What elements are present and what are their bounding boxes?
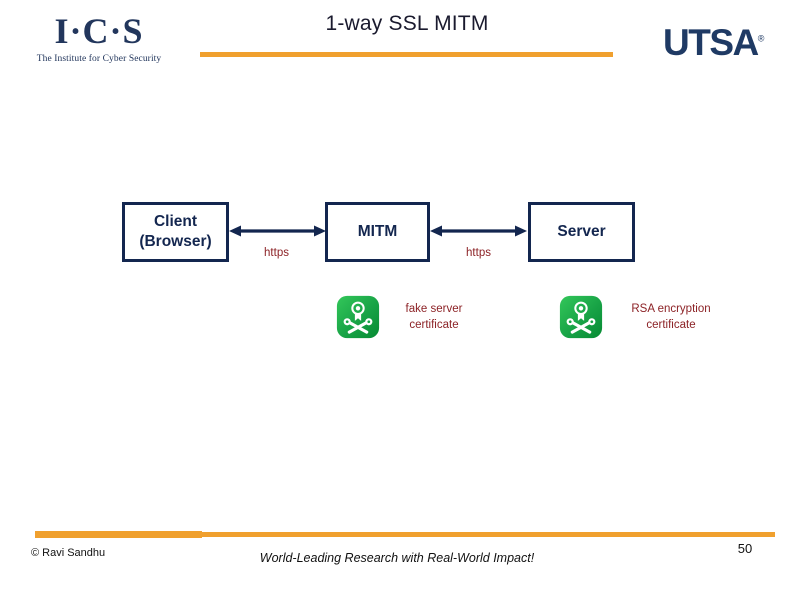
link-label-https-client-mitm: https (264, 247, 289, 259)
footer-page-number: 50 (737, 541, 753, 556)
link-label-https-mitm-server: https (466, 247, 491, 259)
utsa-logo: UTSA® (663, 22, 764, 64)
certificate-seal-keys-icon (336, 295, 380, 339)
certificate-label-rsa-encryption-line2: certificate (646, 319, 696, 331)
arrow-mitm-server-icon (430, 225, 527, 237)
certificate-label-rsa-encryption-line1: RSA encryption (631, 303, 711, 315)
diagram-node-server: Server (528, 202, 635, 262)
certificate-label-fake-server: fake server certificate (386, 301, 482, 333)
diagram-node-client: Client (Browser) (122, 202, 229, 262)
certificate-label-rsa-encryption: RSA encryption certificate (608, 301, 734, 333)
slide-header: I·C·S The Institute for Cyber Security 1… (0, 0, 794, 90)
certificate-label-fake-server-line2: certificate (409, 319, 459, 331)
ics-logo-subtitle: The Institute for Cyber Security (36, 54, 162, 64)
footer-tagline: World-Leading Research with Real-World I… (259, 551, 535, 565)
node-server-label: Server (557, 223, 606, 240)
node-mitm-label: MITM (357, 223, 398, 240)
ics-logo-mark: I·C·S (54, 11, 144, 51)
page-title: 1-way SSL MITM (325, 12, 489, 35)
node-client-label-line2: (Browser) (139, 233, 212, 250)
arrow-client-mitm-icon (229, 225, 326, 237)
utsa-logo-text: UTSA (663, 22, 759, 63)
diagram-node-mitm: MITM (325, 202, 430, 262)
node-client-label-line1: Client (153, 213, 198, 230)
ics-logo: I·C·S The Institute for Cyber Security (28, 12, 170, 65)
footer-divider-rule-left (35, 531, 202, 538)
certificate-seal-keys-icon (559, 295, 603, 339)
footer-divider-rule-right (202, 532, 775, 537)
utsa-registered-mark: ® (757, 33, 765, 44)
title-divider-rule (200, 52, 613, 57)
certificate-label-fake-server-line1: fake server (405, 303, 463, 315)
footer-copyright: © Ravi Sandhu (31, 547, 106, 559)
